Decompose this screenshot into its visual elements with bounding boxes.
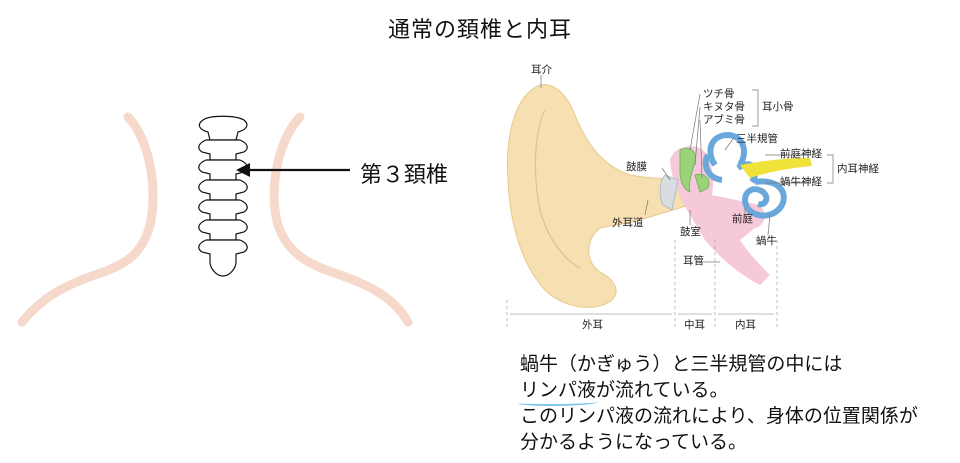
lymph-highlight: リンパ液 [517,379,599,406]
label-hammer: ツチ骨 [703,88,735,100]
label-anvil: キヌタ骨 [703,101,745,113]
label-eardrum: 鼓膜 [626,161,647,173]
note-line-1: 蝸牛（かぎゅう）と三半規管の中には [520,353,843,375]
label-middle-ear: 中耳 [684,319,705,331]
vertebra-c6 [198,219,248,241]
c3-vertebra-label: 第３頚椎 [360,163,449,188]
neck-outline [17,112,413,327]
label-inner-ear: 内耳 [735,319,756,331]
note-line-3: このリンパ液の流れにより、身体の位置関係が [520,405,918,427]
vertebra-c1 [198,115,248,141]
cochlea-shape [741,178,787,219]
label-vestibular-nerve: 前庭神経 [780,148,822,160]
label-tympanic-cavity: 鼓室 [680,226,701,238]
vertebra-c5 [198,199,248,221]
note-line-4: 分かるようになっている。 [520,431,748,453]
note-line-2-rest: が流れている。 [596,379,729,401]
label-cochlear-nerve: 蝸牛神経 [780,176,822,188]
ear-diagram [506,75,834,330]
c3-pointer-arrow [236,163,350,177]
label-inner-ear-nerve: 内耳神経 [837,163,879,175]
inner-ear-nerve [740,158,812,178]
label-cochlea: 蝸牛 [756,235,777,247]
note-line-2: リンパ液が流れている。 [517,377,918,406]
page-title: 通常の頚椎と内耳 [387,18,572,43]
label-vestibule: 前庭 [732,213,753,225]
label-auricle: 耳介 [531,64,552,76]
vertebra-c7 [198,239,248,277]
label-stirrup: アブミ骨 [703,114,745,126]
label-ossicles: 耳小骨 [762,101,794,113]
cervical-spine [198,115,248,277]
explanation-text: 蝸牛（かぎゅう）と三半規管の中には リンパ液が流れている。 このリンパ液の流れに… [517,351,918,455]
vertebra-c2 [198,139,248,161]
eardrum-shape [659,174,679,211]
auricle-shape [507,84,691,308]
middle-ear-shape [670,146,770,285]
vertebra-c4 [198,179,248,201]
label-eustachian-tube: 耳管 [683,255,704,267]
label-outer-ear: 外耳 [582,319,603,331]
ossicles-shape [679,147,710,193]
label-ear-canal: 外耳道 [612,217,644,229]
label-semicircular-canals: 三半規管 [736,133,778,145]
